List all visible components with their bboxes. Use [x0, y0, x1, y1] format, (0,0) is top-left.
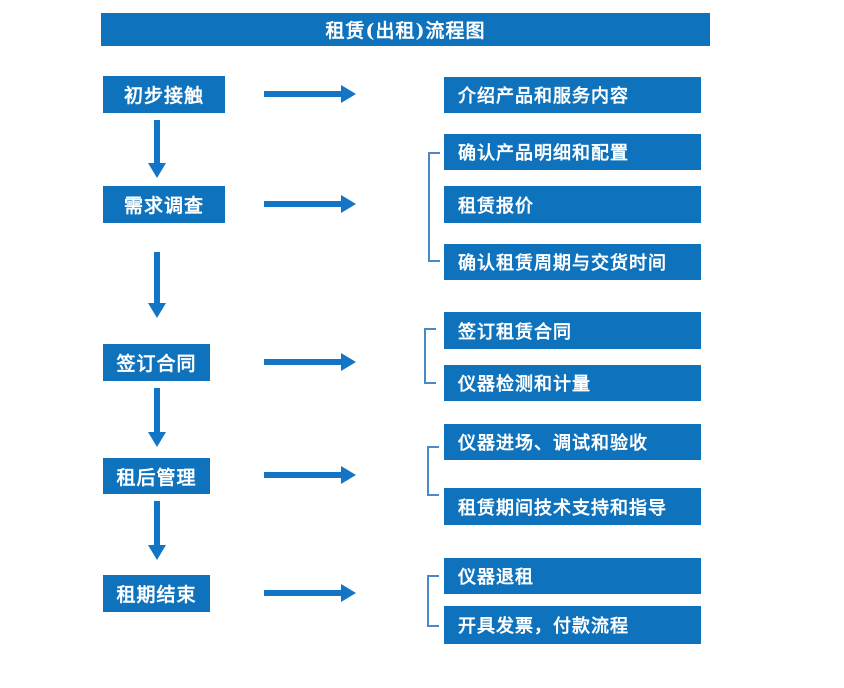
output-label: 租赁期间技术支持和指导 — [458, 497, 667, 519]
arrow-head — [148, 163, 166, 178]
stage-box-lease-end: 租期结束 — [103, 575, 210, 612]
output-box-confirm-product-details: 确认产品明细和配置 — [444, 134, 701, 170]
arrow-head — [341, 353, 356, 371]
arrow-shaft — [154, 120, 160, 165]
arrow-head — [148, 303, 166, 318]
flowchart-title: 租赁(出租)流程图 — [101, 13, 710, 46]
arrow-shaft — [264, 359, 343, 365]
stage-label: 租期结束 — [116, 584, 197, 606]
output-label: 确认租赁周期与交货时间 — [458, 253, 667, 274]
down-arrow-icon — [147, 120, 167, 178]
stage-box-sign-contract: 签订合同 — [103, 344, 210, 381]
output-box-introduce-products-services: 介绍产品和服务内容 — [444, 77, 701, 113]
output-label: 签订租赁合同 — [458, 321, 572, 343]
right-arrow-icon — [264, 465, 356, 485]
arrow-shaft — [154, 252, 160, 305]
arrow-shaft — [264, 91, 343, 97]
arrow-shaft — [264, 201, 343, 207]
stage-label: 初步接触 — [123, 85, 204, 107]
right-arrow-icon — [264, 352, 356, 372]
arrow-head — [341, 584, 356, 602]
right-arrow-icon — [264, 194, 356, 214]
stage-label: 需求调查 — [123, 195, 204, 217]
stage-label: 签订合同 — [116, 353, 197, 375]
output-box-sign-rental-contract: 签订租赁合同 — [444, 312, 701, 349]
output-box-confirm-rental-period-delivery: 确认租赁周期与交货时间 — [444, 244, 701, 280]
stage-label: 租后管理 — [116, 466, 197, 489]
group-bracket — [427, 446, 439, 496]
stage-box-initial-contact: 初步接触 — [103, 76, 225, 113]
output-label: 仪器检测和计量 — [458, 374, 591, 395]
output-box-instrument-testing-metering: 仪器检测和计量 — [444, 365, 701, 401]
arrow-head — [341, 195, 356, 213]
output-box-invoice-payment-process: 开具发票，付款流程 — [444, 606, 701, 644]
output-box-technical-support-guidance: 租赁期间技术支持和指导 — [444, 488, 701, 525]
output-label: 开具发票，付款流程 — [458, 616, 629, 637]
output-label: 仪器进场、调试和验收 — [458, 433, 648, 454]
group-bracket — [428, 152, 440, 262]
output-label: 仪器退租 — [458, 567, 534, 588]
arrow-shaft — [154, 501, 160, 547]
output-label: 确认产品明细和配置 — [458, 143, 629, 164]
stage-box-post-rental-management: 租后管理 — [103, 458, 210, 494]
arrow-head — [148, 545, 166, 560]
arrow-shaft — [154, 388, 160, 434]
arrow-head — [148, 432, 166, 447]
stage-box-demand-survey: 需求调查 — [103, 186, 225, 223]
output-label: 租赁报价 — [458, 195, 534, 217]
right-arrow-icon — [264, 84, 356, 104]
arrow-head — [341, 466, 356, 484]
down-arrow-icon — [147, 501, 167, 560]
down-arrow-icon — [147, 388, 167, 447]
output-label: 介绍产品和服务内容 — [458, 86, 629, 107]
group-bracket — [424, 328, 436, 384]
arrow-shaft — [264, 472, 343, 478]
down-arrow-icon — [147, 252, 167, 318]
right-arrow-icon — [264, 583, 356, 603]
output-box-instrument-setup-acceptance: 仪器进场、调试和验收 — [444, 424, 701, 460]
output-box-instrument-return: 仪器退租 — [444, 558, 701, 594]
group-bracket — [427, 575, 439, 627]
arrow-shaft — [264, 590, 343, 596]
arrow-head — [341, 85, 356, 103]
output-box-rental-quotation: 租赁报价 — [444, 186, 701, 223]
